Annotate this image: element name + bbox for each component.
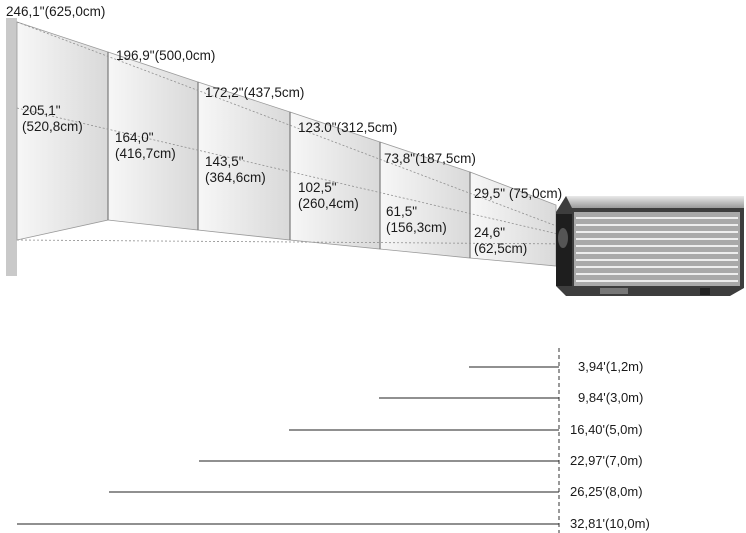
width-label-2: 164,0" (416,7cm): [115, 130, 176, 161]
diagonal-label-2: 196,9"(500,0cm): [116, 48, 216, 63]
width-label-6: 24,6" (62,5cm): [474, 225, 528, 256]
distance-label-3: 16,40'(5,0m): [570, 422, 643, 437]
diagonal-label-3: 172,2"(437,5cm): [205, 85, 305, 100]
width-label-3: 143,5" (364,6cm): [205, 154, 266, 185]
distance-label-2: 9,84'(3,0m): [578, 390, 644, 405]
distance-label-6: 32,81'(10,0m): [570, 516, 650, 531]
wall-post: [6, 18, 17, 276]
distance-label-4: 22,97'(7,0m): [570, 453, 643, 468]
projector: [556, 196, 744, 296]
screen-frames: [107, 52, 471, 258]
width-label-1: 205,1" (520,8cm): [22, 103, 83, 134]
distance-label-5: 26,25'(8,0m): [570, 484, 643, 499]
diagonal-label-4: 123.0"(312,5cm): [298, 120, 398, 135]
diagonal-label-5: 73,8"(187,5cm): [384, 151, 476, 166]
width-label-4: 102,5" (260,4cm): [298, 180, 359, 211]
projection-rays: [16, 21, 576, 245]
diagonal-label-1: 246,1"(625,0cm): [6, 4, 106, 19]
diagonal-label-6: 29,5" (75,0cm): [474, 186, 563, 201]
distance-lines: [17, 366, 559, 525]
width-label-5: 61,5" (156,3cm): [386, 204, 447, 235]
distance-label-1: 3,94'(1,2m): [578, 359, 644, 374]
